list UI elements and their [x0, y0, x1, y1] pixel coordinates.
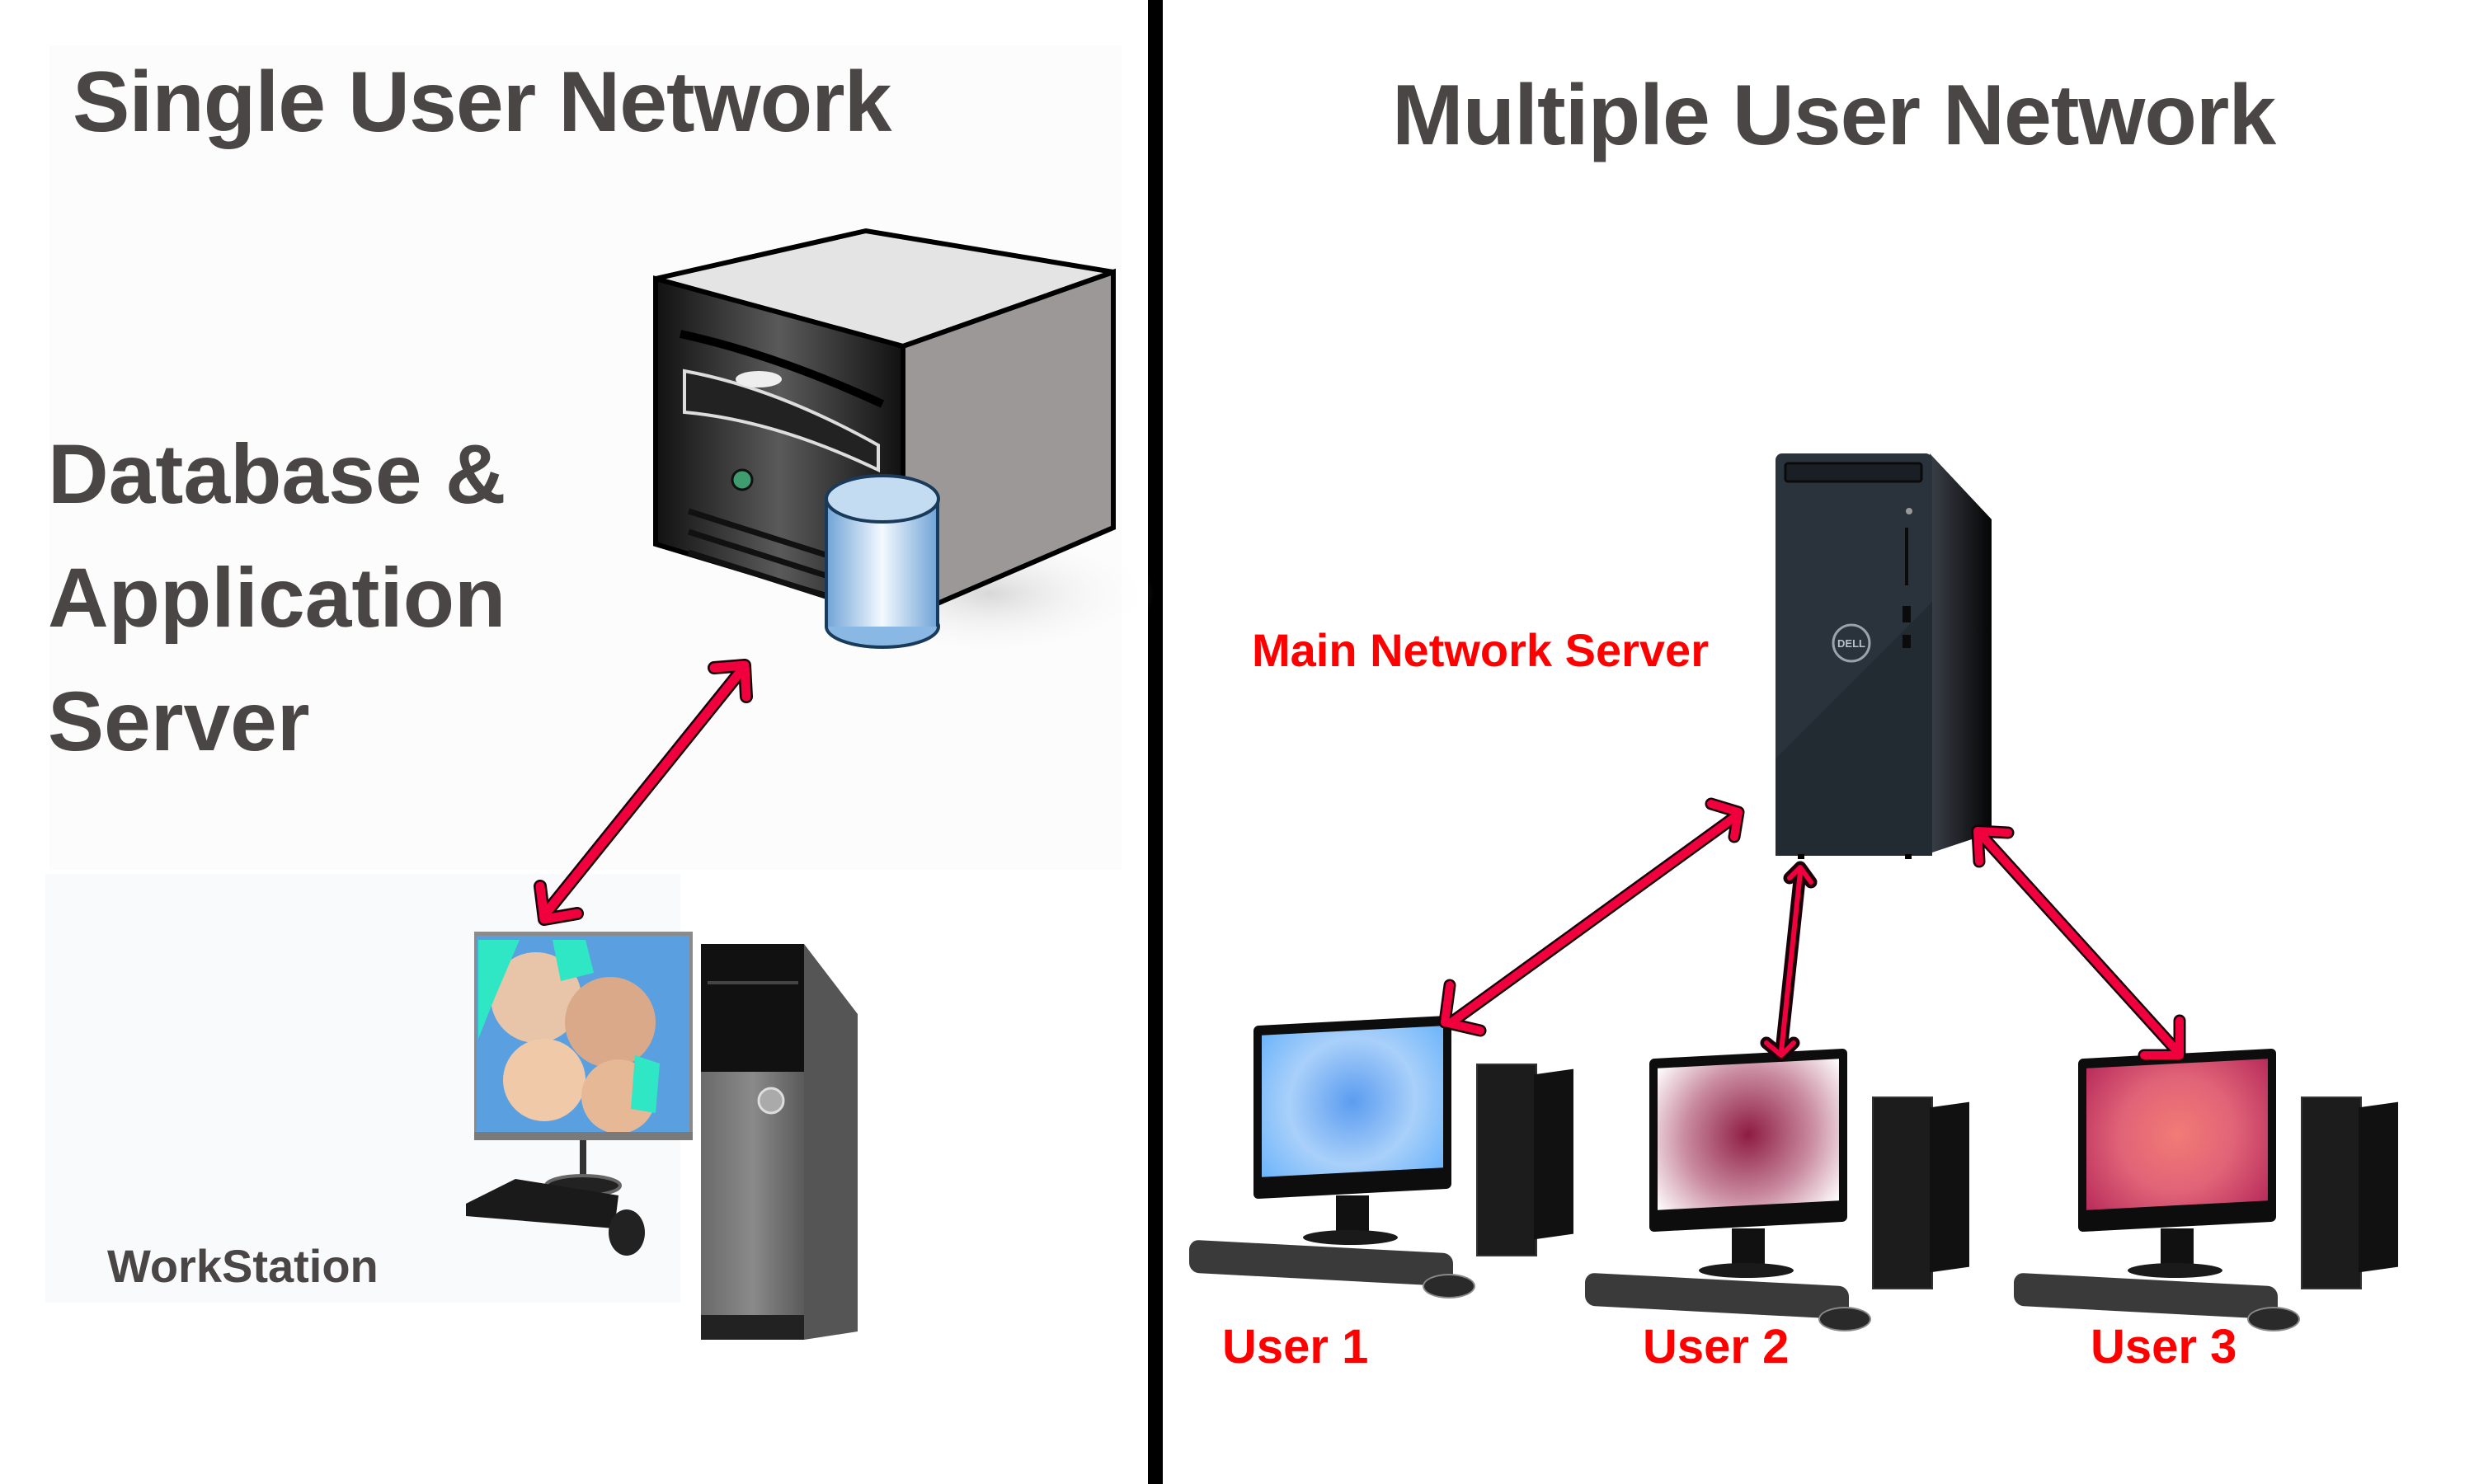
monitor-stand: [1336, 1195, 1369, 1237]
pc-tower-icon: [1476, 1064, 1537, 1256]
pc-tower-icon: [2301, 1097, 2362, 1289]
multiple-user-network-title: Multiple User Network: [1392, 68, 2276, 163]
monitor-base: [1699, 1263, 1794, 1278]
server-label-line: Database &: [48, 427, 506, 521]
server-label-line: Application: [48, 551, 506, 645]
monitor-stand: [2161, 1228, 2194, 1270]
workstation-label: WorkStation: [107, 1240, 379, 1292]
panel-divider: [1148, 0, 1163, 1484]
connection-arrow: [534, 659, 753, 926]
single-user-network-title: Single User Network: [73, 54, 891, 150]
user-label: User 1: [1222, 1320, 1369, 1374]
mouse-icon: [1818, 1307, 1871, 1331]
svg-text:DELL: DELL: [1837, 637, 1865, 650]
user-label: User 3: [2091, 1320, 2237, 1374]
tower-server-icon: DELL: [1776, 453, 1992, 859]
user-computer-1: [1188, 1014, 1592, 1298]
server-label-line: Server: [48, 674, 310, 768]
monitor-stand: [1732, 1228, 1765, 1270]
database-server-icon: [653, 228, 1155, 660]
monitor-base: [2128, 1263, 2222, 1278]
user-computer-2: [1583, 1047, 1987, 1331]
desktop-workstation-icon: [466, 932, 858, 1340]
mouse-icon: [2247, 1307, 2300, 1331]
main-network-server-label: Main Network Server: [1252, 624, 1709, 676]
mouse-icon: [1423, 1274, 1475, 1298]
monitor-base: [1303, 1230, 1398, 1245]
database-application-server-label: Database & Application Server: [48, 412, 506, 783]
user-label: User 2: [1643, 1320, 1790, 1374]
user-computer-3: [2012, 1047, 2416, 1331]
